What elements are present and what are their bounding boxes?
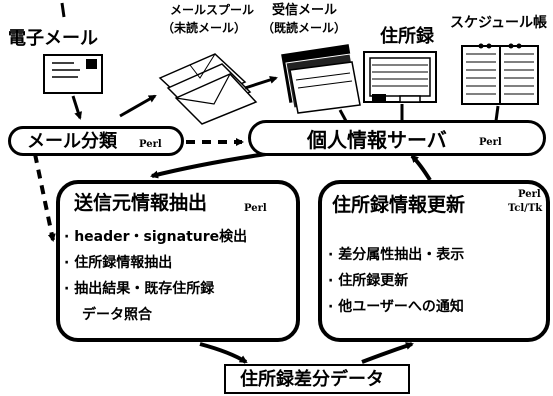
sender-extraction-item-cont: データ照合 xyxy=(82,307,152,323)
sender-extraction-box: 送信元情報抽出 Perl header・signature検出 住所録情報抽出 … xyxy=(56,180,300,342)
classifier-to-extraction-dashed-arrow xyxy=(33,153,56,242)
received-to-server-line xyxy=(338,109,348,122)
address-update-title: 住所録情報更新 xyxy=(332,194,466,216)
diff-data-box: 住所録差分データ xyxy=(224,364,410,394)
address-book-icon xyxy=(363,51,437,103)
email-to-classifier-arrow xyxy=(71,95,82,120)
sender-extraction-item: 抽出結果・既存住所録 xyxy=(64,282,214,296)
schedule-to-server-line xyxy=(494,105,500,122)
address-update-item: 差分属性抽出・表示 xyxy=(328,248,464,262)
email-tick xyxy=(60,2,66,18)
extraction-to-diff-arrow xyxy=(199,342,248,364)
mail-classifier-lang: Perl xyxy=(139,139,162,150)
diff-to-update-arrow xyxy=(361,342,414,364)
email-label: 電子メール xyxy=(8,28,98,49)
sender-extraction-item: header・signature検出 xyxy=(64,230,247,244)
personal-info-server-box: 個人情報サーバ Perl xyxy=(248,120,546,156)
received-mail-icon xyxy=(281,44,361,114)
personal-info-server-label: 個人情報サーバ xyxy=(307,128,447,152)
mail-classifier-box: メール分類 Perl xyxy=(8,126,184,156)
classifier-to-spool-arrow xyxy=(119,94,157,118)
diff-data-label: 住所録差分データ xyxy=(240,369,384,390)
mail-spool-sublabel: （未読メール） xyxy=(162,21,247,35)
received-mail-sublabel: （既読メール） xyxy=(262,21,347,35)
address-update-lang-perl: Perl xyxy=(518,189,541,200)
schedule-book-icon xyxy=(461,43,539,105)
sender-extraction-lang: Perl xyxy=(244,203,267,214)
sender-extraction-item: 住所録情報抽出 xyxy=(64,256,172,270)
address-update-lang-tcl: Tcl/Tk xyxy=(508,203,543,214)
mail-classifier-label: メール分類 xyxy=(27,131,117,152)
personal-info-server-lang: Perl xyxy=(479,137,502,148)
address-update-item: 住所録更新 xyxy=(328,274,408,288)
email-icon xyxy=(43,54,103,94)
server-to-extraction-arrow xyxy=(150,152,267,179)
mail-spool-icon xyxy=(158,53,258,125)
mail-spool-label: メールスプール xyxy=(170,3,255,17)
received-mail-label: 受信メール xyxy=(272,3,338,18)
schedule-label: スケジュール帳 xyxy=(450,15,548,31)
sender-extraction-title: 送信元情報抽出 xyxy=(74,192,208,214)
address-update-item: 他ユーザーへの通知 xyxy=(328,300,464,314)
address-book-label: 住所録 xyxy=(380,26,434,47)
update-to-server-arrow xyxy=(410,154,432,182)
spool-to-received-arrow xyxy=(244,76,278,90)
address-update-box: 住所録情報更新 Perl Tcl/Tk 差分属性抽出・表示 住所録更新 他ユーザ… xyxy=(318,180,550,342)
